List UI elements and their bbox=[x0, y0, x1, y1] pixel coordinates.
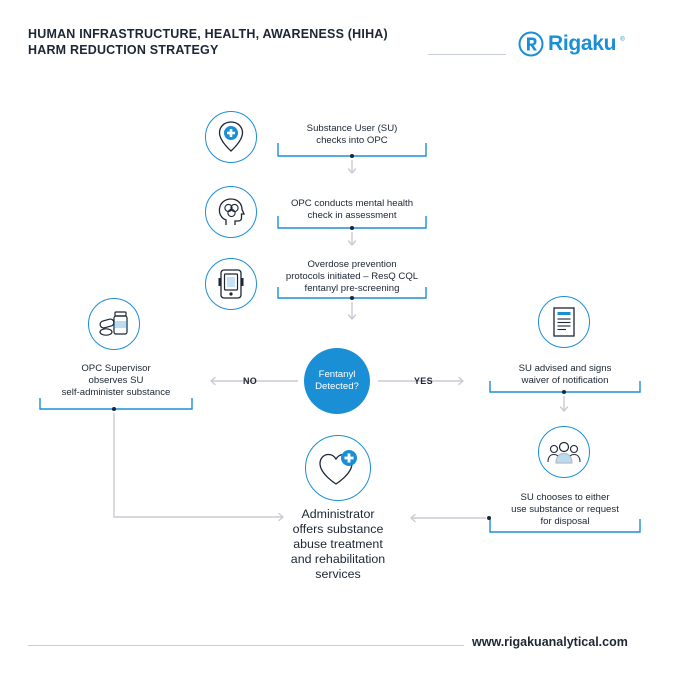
choice-icon-circle bbox=[538, 426, 590, 478]
check-in-icon-circle bbox=[205, 111, 257, 163]
heart-plus-icon bbox=[319, 450, 357, 485]
title-line-2: HARM REDUCTION STRATEGY bbox=[28, 43, 219, 57]
pills-bottle-icon bbox=[99, 311, 128, 336]
step-supervisor-text: OPC Supervisor observes SU self-administ… bbox=[61, 363, 171, 398]
yes-label: YES bbox=[414, 376, 433, 386]
document-icon bbox=[553, 307, 575, 337]
no-label: NO bbox=[243, 376, 258, 386]
fentanyl-decision-node: Fentanyl Detected? bbox=[304, 348, 370, 414]
overdose-icon-circle bbox=[205, 258, 257, 310]
logo-text: Rigaku bbox=[548, 32, 617, 55]
waiver-icon-circle bbox=[538, 296, 590, 348]
bracket-choice bbox=[489, 519, 641, 533]
rigaku-logo: Rigaku ® bbox=[518, 30, 650, 58]
page-title: HUMAN INFRASTRUCTURE, HEALTH, AWARENESS … bbox=[28, 26, 388, 58]
head-brain-icon bbox=[218, 198, 246, 225]
footer-divider bbox=[28, 645, 464, 646]
title-divider bbox=[428, 54, 506, 55]
step-waiver-text: SU advised and signs waiver of notificat… bbox=[518, 363, 612, 386]
step-mental-health-text: OPC conducts mental health check in asse… bbox=[290, 198, 414, 221]
step-choice-text: SU chooses to either use substance or re… bbox=[511, 492, 619, 527]
logo-registered-mark: ® bbox=[620, 37, 625, 43]
rigaku-logo-mark-icon bbox=[518, 31, 544, 57]
final-outcome-text: Administrator offers substance abuse tre… bbox=[290, 507, 386, 581]
step-overdose-text: Overdose prevention protocols initiated … bbox=[285, 259, 419, 294]
handheld-analyzer-icon bbox=[218, 269, 244, 299]
supervisor-icon-circle bbox=[88, 298, 140, 350]
mental-health-icon-circle bbox=[205, 186, 257, 238]
map-pin-medical-cross-icon bbox=[218, 121, 244, 152]
bracket-supervisor bbox=[39, 398, 193, 410]
final-icon-circle bbox=[305, 435, 371, 501]
people-group-icon bbox=[547, 441, 581, 464]
title-line-1: HUMAN INFRASTRUCTURE, HEALTH, AWARENESS … bbox=[28, 27, 388, 41]
footer-website-link[interactable]: www.rigakuanalytical.com bbox=[472, 635, 628, 649]
step-check-in-text: Substance User (SU) checks into OPC bbox=[306, 123, 398, 146]
